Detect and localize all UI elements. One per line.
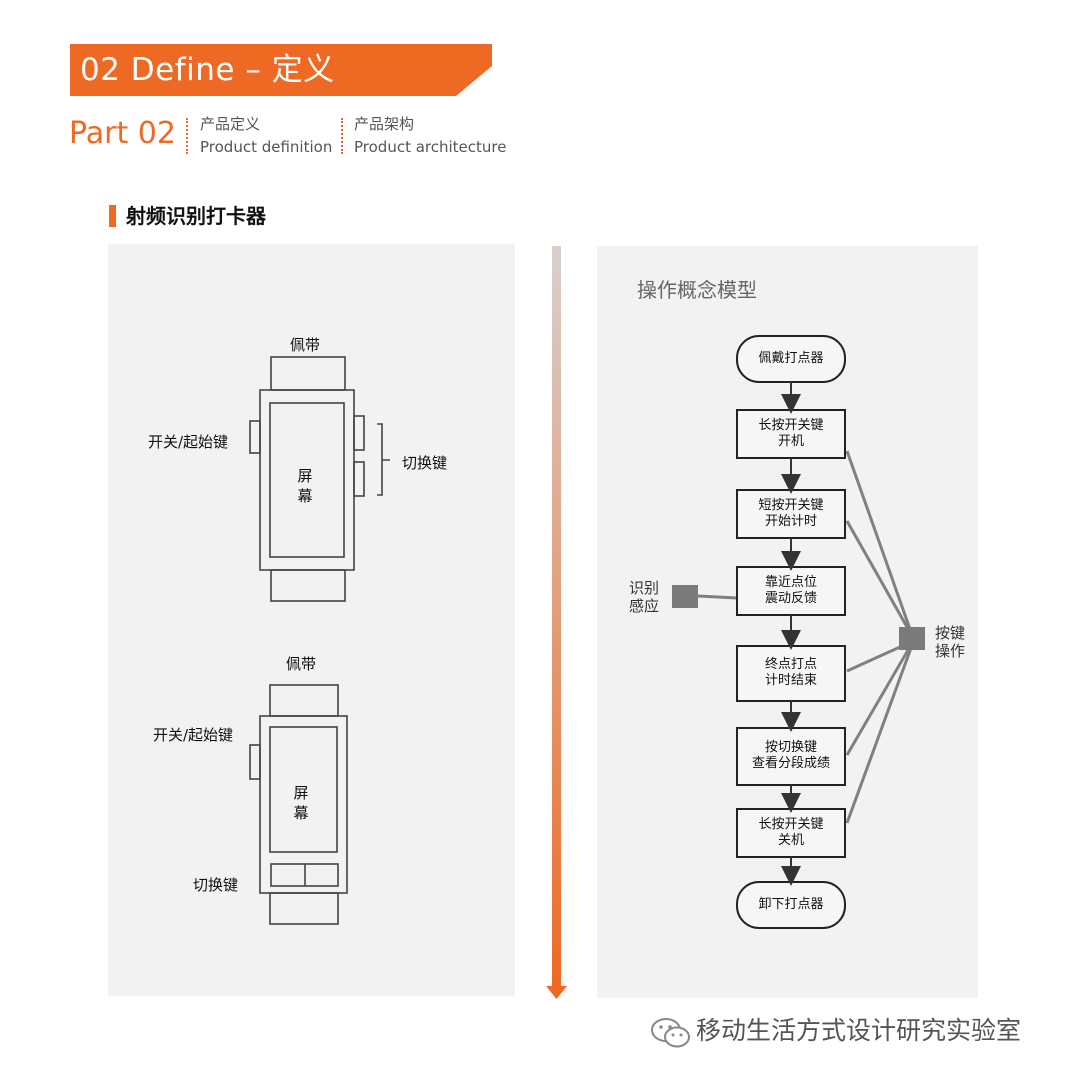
bottom-screen-label: 屏幕	[293, 784, 309, 822]
section-2-zh: 产品架构	[354, 115, 415, 133]
sensor-node	[672, 585, 698, 608]
button-node	[899, 627, 925, 650]
top-power-button	[249, 420, 261, 454]
banner-title: 02 Define – 定义	[80, 52, 335, 88]
step-power-on	[736, 409, 846, 459]
bottom-power-key-label: 开关/起始键	[153, 726, 234, 744]
device-sketch-panel	[108, 244, 515, 996]
top-strap-lower	[270, 569, 346, 602]
section-1-en: Product definition	[200, 138, 333, 156]
bottom-switch-key-label: 切换键	[193, 876, 239, 894]
step-label: 按切换键查看分段成绩	[751, 740, 830, 771]
step-approach-point	[736, 566, 846, 616]
top-screen-label: 屏幕	[297, 467, 313, 505]
sensor-connector	[697, 594, 738, 600]
bottom-power-button	[249, 744, 261, 780]
section-1-zh: 产品定义	[200, 115, 261, 133]
bottom-device-screen	[269, 726, 338, 853]
step-label: 靠近点位震动反馈	[764, 575, 817, 606]
section-title: 射频识别打卡器	[126, 204, 266, 228]
button-operation-connectors	[845, 450, 913, 824]
step-label: 长按开关键关机	[758, 817, 824, 848]
top-switch-key-label: 切换键	[402, 454, 448, 472]
part-label: Part 02	[69, 116, 176, 151]
section-divider	[186, 118, 188, 154]
step-power-off	[736, 808, 846, 858]
step-label: 卸下打点器	[758, 897, 824, 912]
model-title: 操作概念模型	[637, 278, 757, 302]
section-title-marker	[109, 205, 116, 227]
top-power-key-label: 开关/起始键	[148, 433, 229, 451]
timeline-arrow	[546, 246, 567, 999]
top-switch-button-2	[353, 461, 365, 497]
step-label: 长按开关键开机	[758, 418, 824, 449]
footer-brand: 移动生活方式设计研究实验室	[696, 1016, 1022, 1045]
bottom-strap-lower	[269, 892, 339, 925]
button-operation-label: 按键操作	[935, 624, 966, 660]
header-banner	[70, 44, 492, 96]
step-label: 终点打点计时结束	[764, 657, 817, 688]
top-switch-bracket	[377, 423, 390, 496]
section-2-en: Product architecture	[354, 138, 507, 156]
step-label: 佩戴打点器	[758, 351, 824, 366]
step-start-timing	[736, 489, 846, 539]
top-strap-label: 佩带	[290, 336, 321, 354]
sensor-label: 识别感应	[629, 579, 660, 615]
wechat-icon	[651, 1018, 690, 1048]
top-device-screen	[269, 402, 345, 558]
top-switch-button-1	[353, 415, 365, 451]
section-divider	[341, 118, 343, 154]
bottom-strap-label: 佩带	[286, 655, 317, 673]
step-label: 短按开关键开始计时	[758, 498, 824, 529]
